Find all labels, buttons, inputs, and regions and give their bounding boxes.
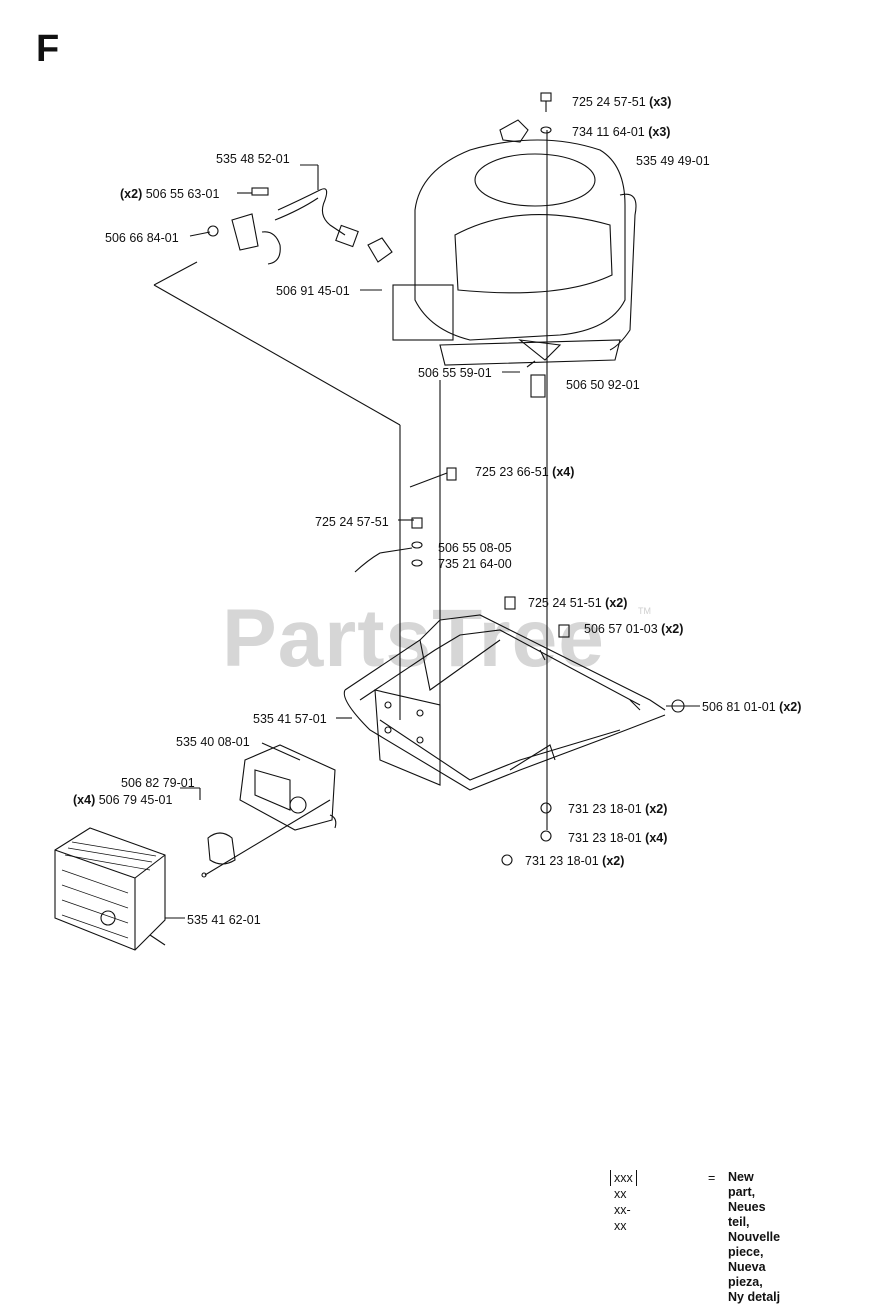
part-label-506-55-59-01: 506 55 59-01: [418, 366, 492, 380]
legend-part-number-box: xxx xx xx-xx: [610, 1170, 637, 1233]
part-label-725-24-57-51: 725 24 57-51: [315, 515, 389, 529]
legend-terms: New part, Neues teil, Nouvelle piece, Nu…: [728, 1170, 780, 1305]
part-label-735-21-64-00: 735 21 64-00: [438, 557, 512, 571]
legend-term: Nueva pieza,: [728, 1260, 766, 1289]
part-label-731-23-18-01-c: 731 23 18-01 (x2): [525, 854, 625, 868]
part-label-535-49-49-01: 535 49 49-01: [636, 154, 710, 168]
part-label-725-24-51-51: 725 24 51-51 (x2): [528, 596, 628, 610]
part-label-506-66-84-01: 506 66 84-01: [105, 231, 179, 245]
part-label-506-91-45-01: 506 91 45-01: [276, 284, 350, 298]
part-label-535-40-08-01: 535 40 08-01: [176, 735, 250, 749]
page-letter: F: [36, 28, 60, 70]
watermark-tm: TM: [638, 606, 651, 616]
part-label-506-55-08-05: 506 55 08-05: [438, 541, 512, 555]
legend-term: New part,: [728, 1170, 756, 1199]
part-label-535-41-57-01: 535 41 57-01: [253, 712, 327, 726]
part-label-535-48-52-01: 535 48 52-01: [216, 152, 290, 166]
part-label-734-11-64-01: 734 11 64-01 (x3): [572, 125, 671, 139]
part-label-506-55-63-01: (x2) 506 55 63-01: [120, 187, 220, 201]
part-label-506-81-01-01: 506 81 01-01 (x2): [702, 700, 802, 714]
part-label-731-23-18-01-a: 731 23 18-01 (x2): [568, 802, 668, 816]
legend-term: Neues teil,: [728, 1200, 766, 1229]
legend-equals: =: [708, 1171, 716, 1185]
part-label-725-24-57-51-x3: 725 24 57-51 (x3): [572, 95, 672, 109]
part-label-535-41-62-01: 535 41 62-01: [187, 913, 261, 927]
part-label-731-23-18-01-b: 731 23 18-01 (x4): [568, 831, 668, 845]
part-label-725-23-66-51: 725 23 66-51 (x4): [475, 465, 575, 479]
legend-term: Nouvelle piece,: [728, 1230, 781, 1259]
legend-term: Ny detalj: [728, 1290, 781, 1304]
part-label-506-57-01-03: 506 57 01-03 (x2): [584, 622, 684, 636]
part-label-506-50-92-01: 506 50 92-01: [566, 378, 640, 392]
watermark: PartsTree: [222, 593, 605, 684]
part-label-506-82-79-01: 506 82 79-01: [121, 776, 195, 790]
part-label-506-79-45-01: (x4) 506 79 45-01: [73, 793, 173, 807]
